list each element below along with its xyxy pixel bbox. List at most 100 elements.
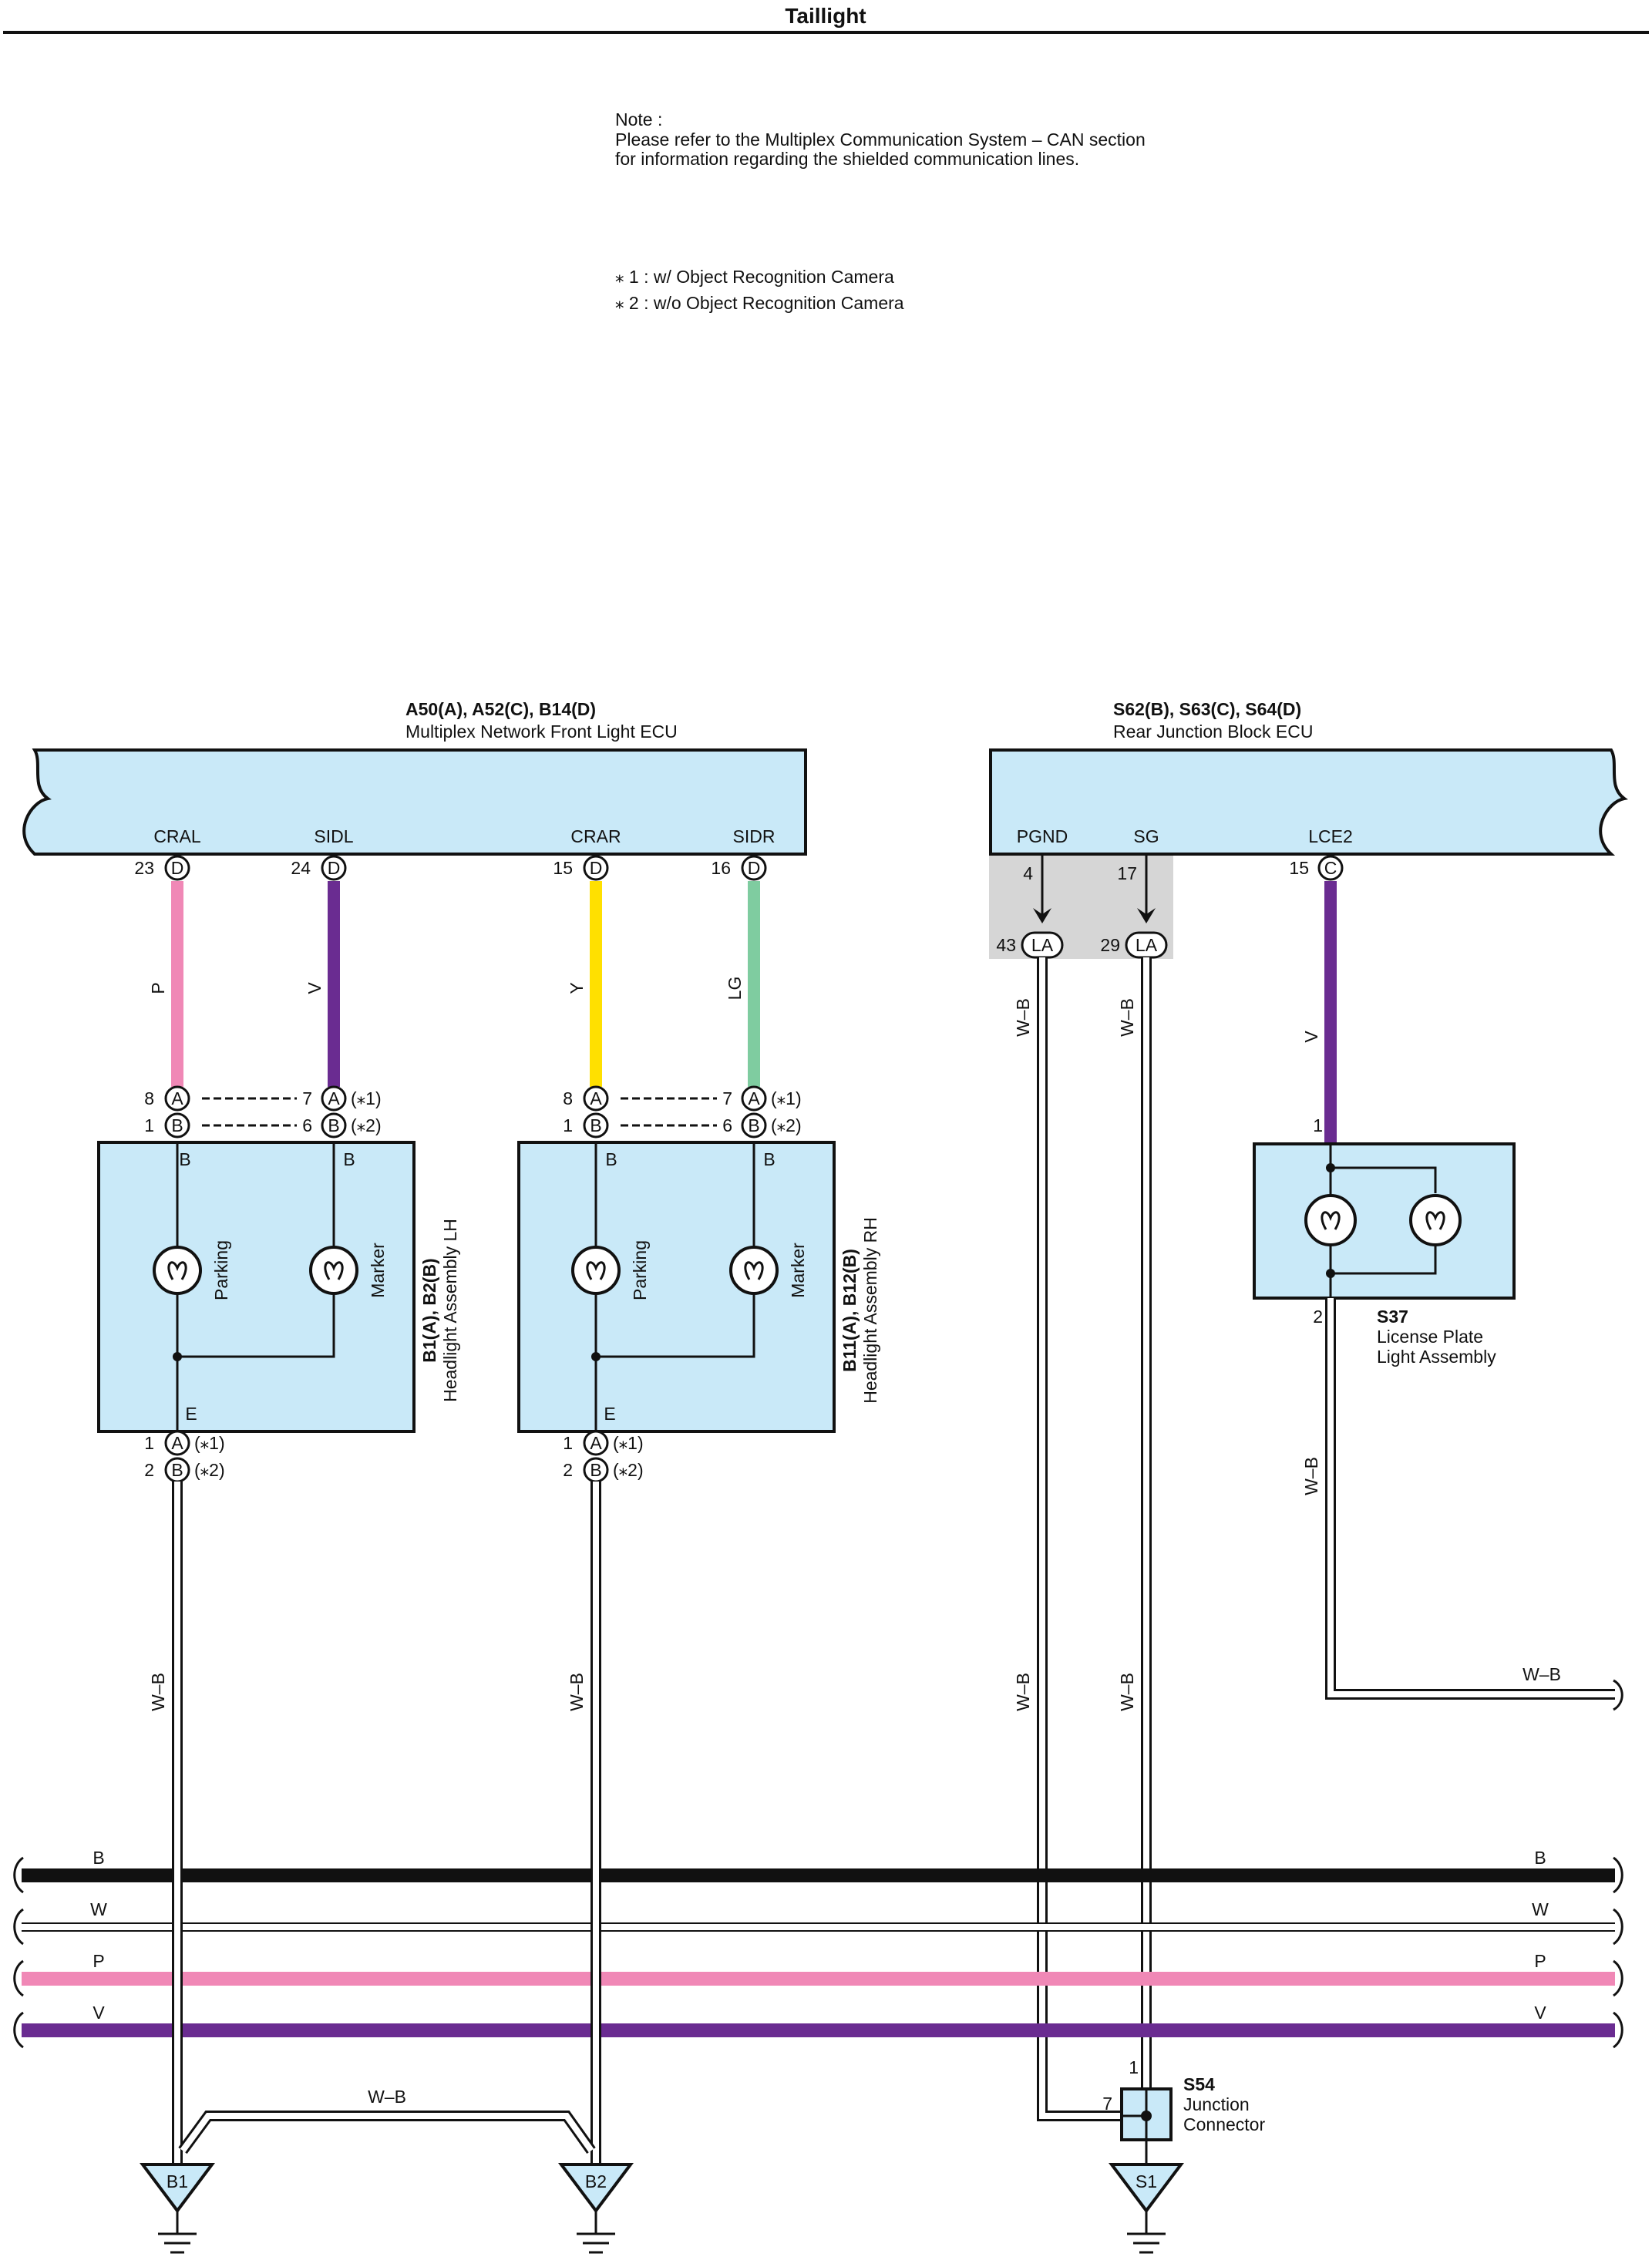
internal-b-left: B	[605, 1149, 617, 1169]
pin-number: 24	[291, 858, 311, 878]
license-wire-label: W–B	[1301, 1457, 1321, 1495]
pin-circle	[583, 855, 609, 881]
ground-b2: B2	[558, 2163, 634, 2254]
pgnd-wire-label-top: W–B	[1013, 998, 1033, 1037]
bus-label-w-right: W	[1532, 1899, 1549, 1919]
internal-e: E	[185, 1404, 197, 1424]
bus-label-p-left: P	[93, 1951, 104, 1971]
terminal-crar: CRAR	[570, 826, 621, 846]
pin-conn: D	[171, 858, 184, 878]
internal-wiring	[594, 1142, 755, 1434]
pin-sidr: 16 D	[711, 855, 767, 881]
bulb-label-parking: Parking	[211, 1240, 231, 1300]
pin-conn: D	[748, 858, 761, 878]
pin-conn: D	[328, 858, 341, 878]
junction-dot	[1141, 2111, 1152, 2121]
pin-circle	[321, 855, 347, 881]
junction-pin-left: 7	[1102, 2094, 1112, 2114]
rear-ecu-codes: S62(B), S63(C), S64(D)	[1113, 699, 1301, 719]
license-name-2: Light Assembly	[1377, 1347, 1496, 1367]
pin-number: 8	[144, 1088, 154, 1108]
variant-tag: (⁎1)	[613, 1433, 644, 1453]
pin-conn: A	[590, 1433, 602, 1453]
headlight-lh-box	[97, 1141, 416, 1433]
pin-circle	[741, 1085, 767, 1112]
sg-wire-label-top: W–B	[1117, 998, 1137, 1037]
junction-name-1: Junction	[1183, 2094, 1250, 2114]
ground-label: B1	[167, 2171, 188, 2191]
wire-label-lg: LG	[725, 977, 745, 1001]
wire-label-p: P	[148, 982, 168, 994]
license-name-1: License Plate	[1377, 1327, 1483, 1347]
sg-la-pin: 29 LA	[1100, 931, 1168, 959]
pin-crar: 15 D	[553, 855, 609, 881]
pgnd-arrow-icon	[1033, 908, 1051, 923]
pin-number: 1	[144, 1115, 154, 1135]
license-bulb-2-icon	[1409, 1194, 1462, 1246]
bulb-label-marker: Marker	[788, 1243, 808, 1298]
pin-circle	[321, 1085, 347, 1112]
bulb-label-parking: Parking	[630, 1240, 650, 1300]
pin-conn: B	[590, 1115, 601, 1135]
ground-label: B2	[585, 2171, 607, 2191]
variant-tag: (⁎1)	[351, 1088, 382, 1108]
ground-triangle	[558, 2163, 634, 2214]
ground-b1: B1	[140, 2163, 215, 2254]
internal-b-left: B	[179, 1149, 190, 1169]
pin-conn: A	[328, 1088, 340, 1108]
marker-bulb-icon	[309, 1246, 358, 1295]
link-wire-label: W–B	[368, 2087, 406, 2107]
front-ecu-box	[22, 748, 807, 856]
pin-number: 15	[553, 858, 573, 878]
variant-tag: (⁎2)	[771, 1115, 802, 1135]
pin-circle	[741, 1112, 767, 1139]
pin-sidl: 24 D	[291, 855, 347, 881]
pin-circle	[583, 1430, 609, 1456]
pin-out-number: 2	[1313, 1307, 1323, 1327]
variant-tag: (⁎2)	[351, 1115, 382, 1135]
variant-tag: (⁎1)	[194, 1433, 225, 1453]
terminal-sidl: SIDL	[314, 826, 353, 846]
rh-ground-wire-label: W–B	[567, 1673, 587, 1711]
pgnd-wire-label-bottom: W–B	[1013, 1673, 1033, 1711]
license-continue-label: W–B	[1522, 1664, 1561, 1684]
pin-conn: D	[590, 858, 603, 878]
rear-ecu-box	[989, 748, 1628, 856]
junction-dot	[173, 1352, 182, 1361]
bus-break-right	[1613, 1856, 1623, 2049]
ground-icon	[158, 2211, 197, 2254]
pin-circle	[164, 1430, 190, 1456]
ground-triangle	[140, 2163, 215, 2214]
junction-dot	[1326, 1269, 1335, 1278]
pin-conn: B	[590, 1460, 601, 1480]
junction-dot	[591, 1352, 601, 1361]
pin-conn: C	[1324, 858, 1337, 878]
sg-arrow-icon	[1137, 908, 1156, 923]
note-line-2: for information regarding the shielded c…	[615, 149, 1079, 169]
pin-circle	[164, 855, 190, 881]
pin-conn: LA	[1136, 935, 1158, 955]
bus-label-v-left: V	[93, 2003, 105, 2023]
page-title: Taillight	[785, 4, 866, 28]
bus-label-b-right: B	[1534, 1848, 1546, 1868]
terminal-cral: CRAL	[153, 826, 201, 846]
terminal-sg: SG	[1133, 826, 1159, 846]
wire-label-lce2: V	[1301, 1031, 1321, 1043]
variant-note-2: ⁎ 2 : w/o Object Recognition Camera	[615, 293, 904, 313]
pin-number: 1	[144, 1433, 154, 1453]
bulb-label-marker: Marker	[368, 1243, 388, 1298]
bus-label-w-left: W	[90, 1899, 107, 1919]
pin-number: 1	[563, 1115, 573, 1135]
pin-conn: B	[171, 1460, 183, 1480]
pin-number: 16	[711, 858, 731, 878]
pin-conn: A	[171, 1433, 183, 1453]
parking-bulb-icon	[571, 1246, 621, 1295]
junction-name-2: Connector	[1183, 2114, 1265, 2134]
pin-number: 6	[722, 1115, 732, 1135]
headlight-rh-box	[517, 1141, 836, 1433]
headlight-rh-name: Headlight Assembly RH	[860, 1217, 880, 1404]
internal-b-right: B	[763, 1149, 775, 1169]
pin-number: 29	[1100, 935, 1120, 955]
pin-conn: B	[328, 1115, 339, 1135]
